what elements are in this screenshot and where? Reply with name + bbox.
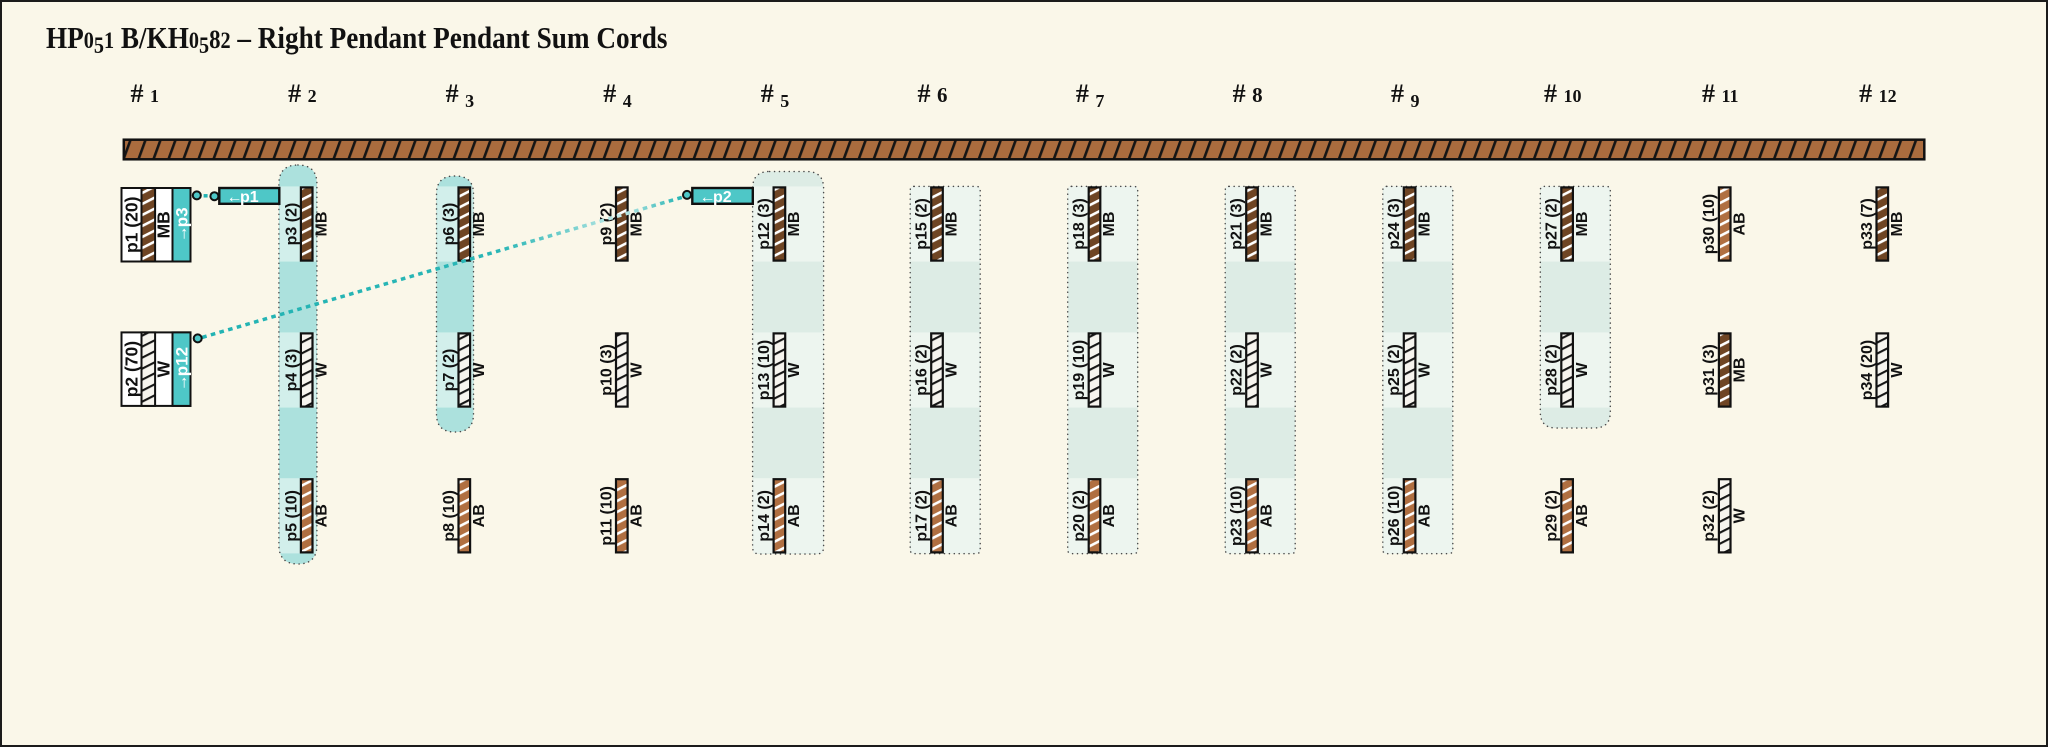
svg-text:W: W [1101, 362, 1118, 378]
svg-text:p25 (2): p25 (2) [1386, 344, 1403, 396]
svg-text:p23 (10): p23 (10) [1229, 486, 1246, 546]
svg-text:MB: MB [786, 212, 803, 237]
svg-text:# 2: # 2 [288, 79, 317, 108]
svg-text:# 8: # 8 [1233, 79, 1263, 108]
svg-text:W: W [629, 362, 646, 378]
svg-text:p22 (2): p22 (2) [1229, 344, 1246, 396]
svg-text:W: W [944, 362, 961, 378]
svg-text:AB: AB [944, 504, 961, 527]
svg-text:W: W [1731, 507, 1748, 523]
svg-text:# 1: # 1 [131, 79, 160, 108]
svg-text:AB: AB [1259, 504, 1276, 527]
svg-text:# 4: # 4 [603, 79, 632, 111]
svg-text:p21 (3): p21 (3) [1229, 198, 1246, 250]
svg-text:p7 (2): p7 (2) [441, 349, 458, 392]
svg-text:W: W [154, 360, 174, 377]
svg-text:p20 (2): p20 (2) [1071, 490, 1088, 542]
svg-text:MB: MB [1101, 212, 1118, 237]
svg-text:p32 (2): p32 (2) [1701, 490, 1718, 542]
svg-text:AB: AB [1416, 504, 1433, 527]
svg-text:p10 (3): p10 (3) [598, 344, 615, 396]
svg-text:W: W [1416, 362, 1433, 378]
svg-text:W: W [1574, 362, 1591, 378]
svg-text:p28 (2): p28 (2) [1544, 344, 1561, 396]
svg-text:# 6: # 6 [918, 79, 948, 108]
svg-text:p4 (3): p4 (3) [283, 349, 300, 392]
svg-text:p2 (70): p2 (70) [122, 341, 142, 397]
svg-text:p9 (2): p9 (2) [598, 203, 615, 246]
svg-text:→p3: →p3 [172, 207, 191, 242]
svg-text:MB: MB [313, 212, 330, 237]
svg-text:MB: MB [154, 211, 174, 238]
svg-text:# 11: # 11 [1702, 79, 1739, 108]
svg-text:p18 (3): p18 (3) [1071, 198, 1088, 250]
svg-text:p24 (3): p24 (3) [1386, 198, 1403, 250]
svg-text:←p2: ←p2 [700, 189, 732, 206]
svg-text:p6 (3): p6 (3) [441, 203, 458, 246]
svg-text:AB: AB [1101, 504, 1118, 527]
svg-text:# 12: # 12 [1859, 79, 1897, 108]
svg-text:MB: MB [1731, 358, 1748, 383]
svg-text:→p12: →p12 [172, 347, 191, 391]
svg-text:p15 (2): p15 (2) [914, 198, 931, 250]
svg-text:# 5: # 5 [761, 79, 790, 111]
svg-text:p31 (3): p31 (3) [1701, 344, 1718, 396]
svg-text:MB: MB [1416, 212, 1433, 237]
svg-text:W: W [1259, 362, 1276, 378]
svg-text:p30 (10): p30 (10) [1701, 194, 1718, 254]
svg-text:p11 (10): p11 (10) [598, 486, 615, 546]
svg-text:# 9: # 9 [1391, 79, 1420, 111]
svg-text:p27 (2): p27 (2) [1544, 198, 1561, 250]
svg-text:p8 (10): p8 (10) [441, 490, 458, 542]
svg-text:p3 (2): p3 (2) [283, 203, 300, 246]
svg-text:p12 (3): p12 (3) [756, 198, 773, 250]
svg-text:p14 (2): p14 (2) [756, 490, 773, 542]
svg-text:AB: AB [313, 504, 330, 527]
svg-text:W: W [1889, 362, 1906, 378]
svg-text:W: W [786, 362, 803, 378]
svg-text:AB: AB [1731, 212, 1748, 235]
svg-text:MB: MB [944, 212, 961, 237]
svg-text:p17 (2): p17 (2) [914, 490, 931, 542]
svg-text:p16 (2): p16 (2) [914, 344, 931, 396]
svg-text:p34 (20): p34 (20) [1859, 340, 1876, 400]
svg-text:p29 (2): p29 (2) [1544, 490, 1561, 542]
svg-text:MB: MB [629, 212, 646, 237]
svg-text:HP051 B/KH0582 – Right Pendant: HP051 B/KH0582 – Right Pendant Pendant S… [46, 21, 667, 58]
svg-text:←p1: ←p1 [227, 189, 259, 206]
svg-text:# 3: # 3 [446, 79, 475, 111]
svg-text:AB: AB [1574, 504, 1591, 527]
svg-text:W: W [313, 362, 330, 378]
svg-text:p1 (20): p1 (20) [122, 197, 142, 253]
svg-text:W: W [471, 362, 488, 378]
svg-text:AB: AB [786, 504, 803, 527]
svg-text:# 10: # 10 [1544, 79, 1582, 108]
svg-text:MB: MB [1259, 212, 1276, 237]
svg-text:p13 (10): p13 (10) [756, 340, 773, 400]
svg-text:MB: MB [1574, 212, 1591, 237]
svg-text:p19 (10): p19 (10) [1071, 340, 1088, 400]
svg-text:MB: MB [471, 212, 488, 237]
svg-text:# 7: # 7 [1076, 79, 1105, 111]
svg-text:p26 (10): p26 (10) [1386, 486, 1403, 546]
svg-text:MB: MB [1889, 212, 1906, 237]
svg-text:AB: AB [629, 504, 646, 527]
svg-text:p33 (7): p33 (7) [1859, 198, 1876, 250]
svg-text:AB: AB [471, 504, 488, 527]
svg-text:p5 (10): p5 (10) [283, 490, 300, 542]
